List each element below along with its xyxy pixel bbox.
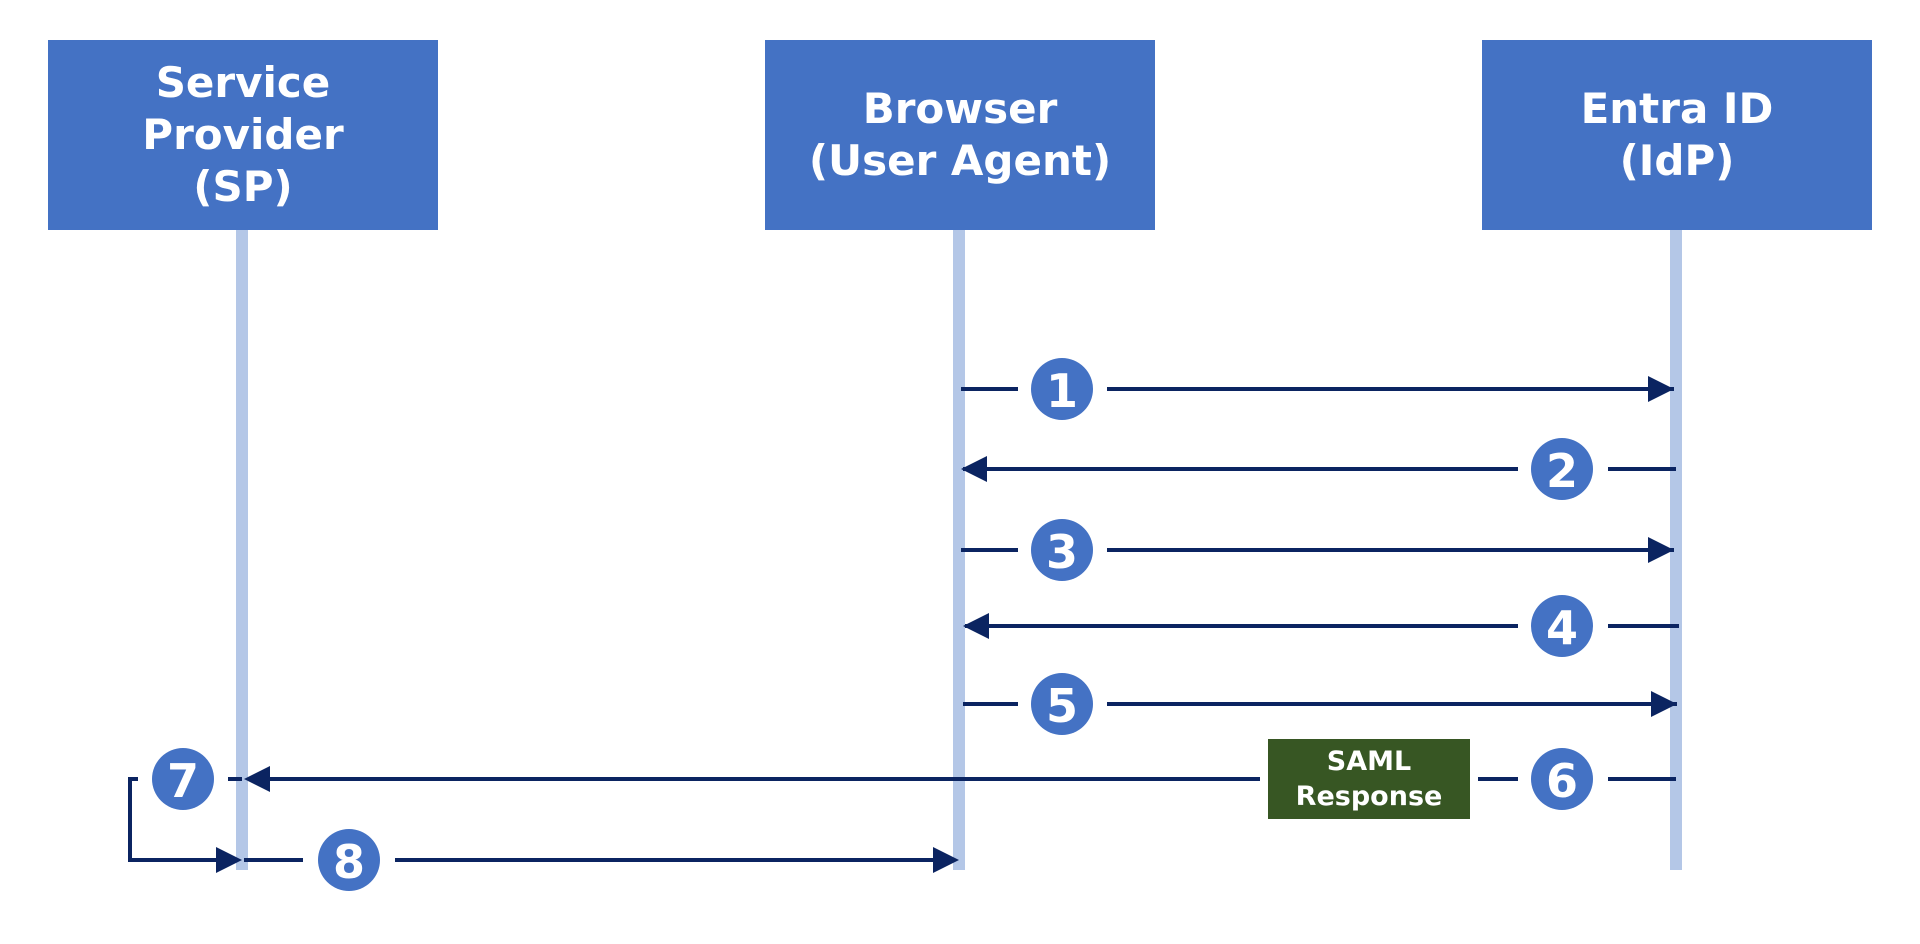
step-8-number: 8 [333, 835, 365, 889]
step-6-number: 6 [1546, 754, 1578, 808]
message-3-arrowhead [1648, 537, 1674, 563]
step-2-badge [1531, 438, 1593, 500]
step-4-number: 4 [1546, 601, 1578, 655]
message-6: 6 [244, 748, 1676, 810]
step-8-badge [318, 829, 380, 891]
step-5-number: 5 [1046, 679, 1078, 733]
message-4: 4 [963, 595, 1679, 657]
message-7-arrowhead [216, 847, 242, 873]
step-1-badge [1031, 358, 1093, 420]
actor-browser-line2: (User Agent) [808, 136, 1112, 185]
message-1-arrowhead [1648, 376, 1674, 402]
message-7: 7 [128, 748, 242, 873]
saml-response-label: SAML Response [1268, 739, 1470, 819]
step-5-badge [1031, 673, 1093, 735]
message-4-arrowhead [963, 613, 989, 639]
actor-entra-id: Entra ID (IdP) [1482, 40, 1872, 230]
saml-label-line1: SAML [1326, 746, 1412, 777]
step-3-number: 3 [1046, 525, 1078, 579]
saml-label-line2: Response [1295, 781, 1443, 812]
message-8-arrowhead [933, 847, 959, 873]
message-6-arrowhead [244, 766, 270, 792]
step-7-number: 7 [167, 754, 199, 808]
step-6-badge [1531, 748, 1593, 810]
message-8: 8 [244, 829, 959, 891]
message-7-loop [128, 777, 222, 862]
actor-service-provider-line2: (SP) [193, 162, 293, 211]
step-7-badge [152, 748, 214, 810]
step-2-number: 2 [1546, 444, 1578, 498]
message-1: 1 [961, 358, 1674, 420]
step-4-badge [1531, 595, 1593, 657]
message-5-arrowhead [1651, 691, 1677, 717]
message-2: 2 [961, 438, 1676, 500]
message-5: 5 [963, 673, 1677, 735]
message-2-arrowhead [961, 456, 987, 482]
step-1-number: 1 [1046, 364, 1078, 418]
actor-entra-id-line2: (IdP) [1619, 136, 1735, 185]
actor-browser-line1: Browser [862, 84, 1058, 133]
message-3: 3 [961, 519, 1674, 581]
actor-service-provider-line1: Service Provider [142, 58, 344, 159]
actor-entra-id-line1: Entra ID [1580, 84, 1774, 133]
actor-browser: Browser (User Agent) [765, 40, 1155, 230]
actor-service-provider: Service Provider (SP) [48, 40, 438, 230]
step-3-badge [1031, 519, 1093, 581]
